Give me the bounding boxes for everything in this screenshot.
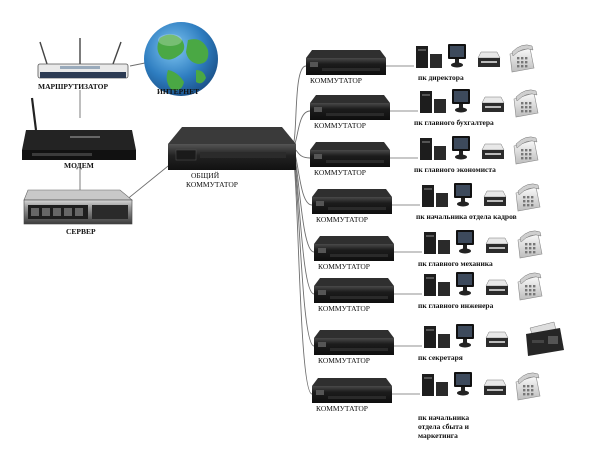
switch-label: КОММУТАТОР: [314, 121, 366, 130]
phone-icon: [515, 183, 541, 212]
server-label: СЕРВЕР: [66, 227, 96, 236]
phone-icon: [515, 372, 541, 401]
switch-label: КОММУТАТОР: [318, 262, 370, 271]
pc-icon: [420, 138, 446, 160]
branch-rows: [306, 44, 564, 403]
phone-icon: [513, 136, 539, 165]
pc-label: пк директора: [418, 73, 464, 82]
pc-label: пк начальника отдела кадров: [416, 212, 517, 221]
branch-row: [306, 44, 535, 75]
pc-icon: [424, 326, 450, 348]
phone-icon: [509, 44, 535, 73]
monitor-icon: [452, 136, 470, 160]
printer-icon: [481, 96, 505, 112]
pc-label: пк главного бухгалтера: [414, 118, 494, 127]
branch-row: [312, 183, 541, 214]
branch-row: [312, 372, 541, 403]
printer-icon: [485, 331, 509, 347]
branch-row: [314, 230, 543, 261]
pc-icon: [424, 232, 450, 254]
server-icon: [23, 189, 133, 225]
branch-link: [290, 65, 307, 149]
monitor-icon: [456, 272, 474, 296]
pc-icon: [420, 91, 446, 113]
switch-label: КОММУТАТОР: [316, 404, 368, 413]
pc-icon: [424, 274, 450, 296]
modem-icon: [22, 97, 136, 160]
pc-label: пк главного экономиста: [414, 165, 496, 174]
monitor-icon: [454, 183, 472, 207]
branch-row: [314, 321, 564, 356]
printer-icon: [483, 190, 507, 206]
switch-label: КОММУТАТОР: [316, 215, 368, 224]
pc-label: пк секретаря: [418, 353, 463, 362]
fax-icon: [526, 321, 564, 356]
printer-icon: [481, 143, 505, 159]
main-switch-label-line1: ОБЩИЙ: [191, 171, 220, 180]
switch-icon: [306, 50, 386, 75]
pc-icon: [422, 185, 448, 207]
pc-label-line: маркетинга: [418, 431, 458, 440]
switch-label: КОММУТАТОР: [310, 76, 362, 85]
monitor-icon: [456, 324, 474, 348]
printer-icon: [483, 379, 507, 395]
printer-icon: [485, 279, 509, 295]
phone-icon: [513, 89, 539, 118]
switch-label: КОММУТАТОР: [314, 168, 366, 177]
internet-globe-icon: [144, 22, 218, 96]
branch-row: [310, 89, 539, 120]
router-label: МАРШРУТИЗАТОР: [38, 82, 109, 91]
pc-label-line: пк начальника: [418, 413, 470, 422]
switch-label: КОММУТАТОР: [318, 356, 370, 365]
pc-label-line: отдела сбыта и: [418, 422, 469, 431]
phone-icon: [517, 230, 543, 259]
main-switch-icon: [168, 127, 296, 170]
switch-icon: [310, 142, 390, 167]
pc-label: пк главного инженера: [418, 301, 494, 310]
switch-label: КОММУТАТОР: [318, 304, 370, 313]
modem-label: МОДЕМ: [64, 161, 94, 170]
branch-row: [314, 272, 543, 303]
pc-label: пк главного механика: [418, 259, 493, 268]
router-icon: [37, 38, 129, 79]
switch-icon: [312, 189, 392, 214]
switch-icon: [314, 330, 394, 355]
connections: [79, 61, 315, 395]
monitor-icon: [452, 89, 470, 113]
pc-icon: [422, 374, 448, 396]
switch-icon: [312, 378, 392, 403]
printer-icon: [477, 51, 501, 67]
switch-icon: [314, 278, 394, 303]
monitor-icon: [454, 372, 472, 396]
printer-icon: [485, 237, 509, 253]
internet-label: ИНТЕРНЕТ: [157, 87, 200, 96]
monitor-icon: [448, 44, 466, 68]
switch-icon: [310, 95, 390, 120]
main-switch-label-line2: КОММУТАТОР: [186, 180, 238, 189]
pc-icon: [416, 46, 442, 68]
switch-icon: [314, 236, 394, 261]
branch-row: [310, 136, 539, 167]
phone-icon: [517, 272, 543, 301]
monitor-icon: [456, 230, 474, 254]
